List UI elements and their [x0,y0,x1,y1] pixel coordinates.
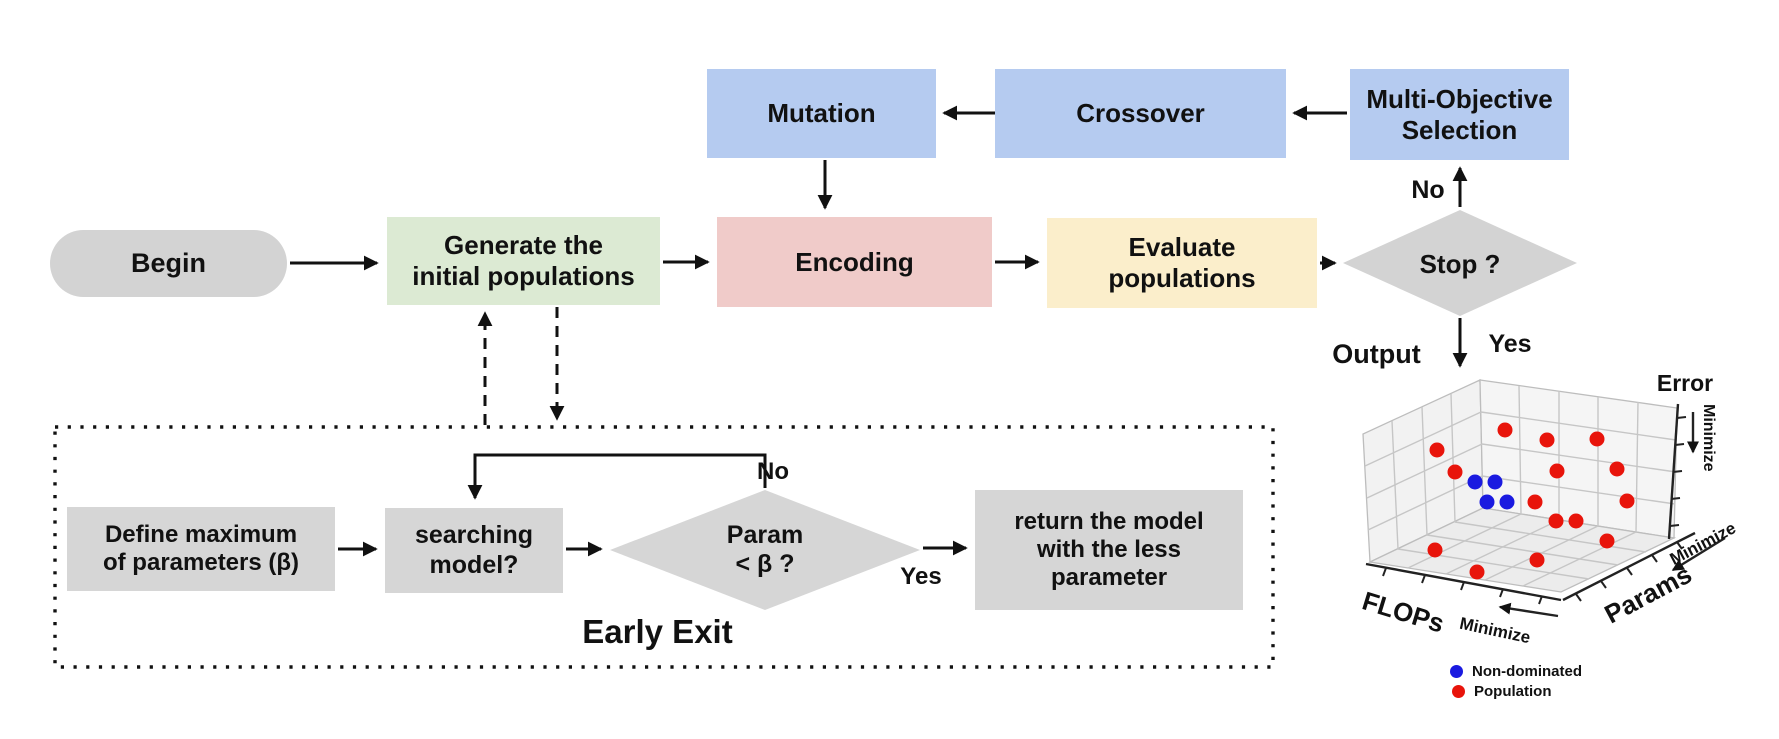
crossover-node: Crossover [995,69,1286,158]
encoding-node: Encoding [717,217,992,307]
plot-floor-pane [1367,507,1677,593]
population-point [1599,533,1615,549]
generate-label-line1: Generate the [444,230,603,261]
searching-label-line2: model? [429,550,519,579]
early-exit-title: Early Exit [582,613,733,650]
population-point [1589,431,1605,447]
generate-label-line2: initial populations [412,261,635,291]
flow-arrows [290,105,1468,557]
population-point [1447,464,1463,480]
crossover-label: Crossover [1076,98,1205,129]
selection-label-line2: Selection [1401,114,1518,145]
searching-model-node: searching model? [385,508,563,593]
evaluate-populations-node: Evaluate populations [1047,218,1317,308]
evaluate-label-line1: Evaluate [1128,232,1236,263]
searching-label-line1: searching [414,521,534,549]
begin-node: Begin [50,230,287,297]
minimize-params-label: Minimize [1666,518,1740,569]
minimize-flops-arrow [1498,602,1559,618]
output-label: Output [1332,339,1421,369]
mutation-node: Mutation [707,69,936,158]
non-dominated-point [1487,474,1503,490]
param-yes-label: Yes [900,563,942,590]
population-point [1429,442,1445,458]
population-dot-icon [1452,685,1465,698]
population-point [1539,432,1555,448]
evaluate-label-line2: populations [1108,263,1256,293]
param-label-line1: Param [726,521,804,549]
begin-label: Begin [130,247,206,278]
return-model-node: return the model with the less parameter [975,490,1243,610]
multi-objective-selection-node: Multi-Objective Selection [1350,69,1569,160]
params-axis-label: Params [1599,558,1697,630]
return-label-line3: parameter [1050,564,1168,592]
non-dominated-point [1467,474,1483,490]
scatter-points [1427,422,1635,580]
non-dominated-label: Non-dominated [1472,663,1582,680]
population-point [1427,542,1443,558]
population-point [1609,461,1625,477]
population-point [1619,493,1635,509]
param-label-line2: < β ? [735,549,795,578]
minimize-error-label: Minimize [1700,404,1717,472]
legend-item-non-dominated: Non-dominated [1450,663,1582,680]
population-point [1469,564,1485,580]
population-point [1568,513,1584,529]
selection-label-line1: Multi-Objective [1366,83,1553,114]
population-label: Population [1474,683,1552,700]
param-diamond-label: Param < β ? [705,521,825,579]
non-dominated-point [1499,494,1515,510]
population-point [1497,422,1513,438]
non-dominated-dot-icon [1450,665,1463,678]
define-maximum-node: Define maximum of parameters (β) [67,507,335,591]
define-label-line2: of parameters (β) [102,549,300,576]
legend-item-population: Population [1452,683,1552,700]
population-point [1549,463,1565,479]
stop-yes-label: Yes [1488,330,1532,358]
encoding-label: Encoding [795,246,914,277]
population-point [1527,494,1543,510]
error-axis [1667,403,1680,540]
axis-ticks [1382,416,1687,605]
population-point [1548,513,1564,529]
plot-left-pane [1362,378,1484,564]
plot-grid [1364,385,1677,587]
return-label-line1: return the model [1014,507,1204,535]
population-point [1529,552,1545,568]
stop-diamond-label: Stop ? [1419,249,1501,279]
param-no-label: No [757,458,789,485]
arrow-param-no-loop [467,453,767,500]
error-axis-label: Error [1656,370,1714,396]
mutation-label: Mutation [767,98,876,129]
define-label-line1: Define maximum [104,520,298,548]
return-label-line2: with the less [1036,535,1182,563]
stop-no-label: No [1411,176,1445,204]
generate-populations-node: Generate the initial populations [387,217,660,305]
minimize-flops-label: Minimize [1457,613,1533,648]
non-dominated-point [1479,494,1495,510]
plot-right-pane [1479,379,1678,539]
